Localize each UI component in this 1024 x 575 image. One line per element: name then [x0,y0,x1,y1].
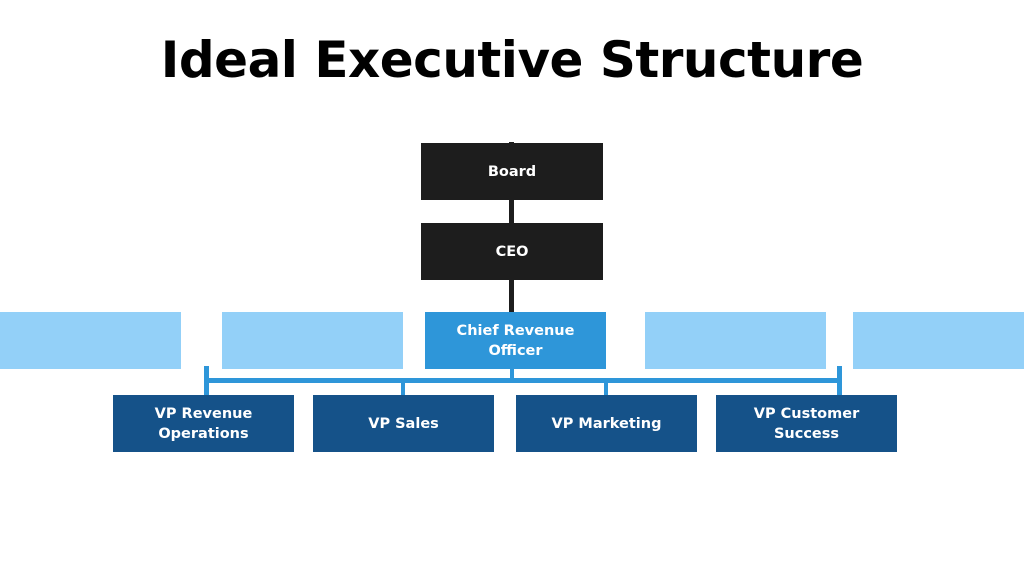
placeholder-box [645,312,826,369]
connector-ceo-cro [509,279,514,314]
connector-to-vp-marketing [604,378,608,396]
node-ceo-label: CEO [495,243,529,260]
node-ceo: CEO [421,223,603,280]
node-vp-customer-success-label: VP Customer Success [753,405,860,442]
node-board: Board [421,143,603,200]
connector-bus-right-end [837,366,842,396]
node-cro: Chief Revenue Officer [425,312,606,369]
node-vp-sales-label: VP Sales [368,415,439,432]
node-vp-revenue-operations: VP Revenue Operations [113,395,294,452]
node-vp-marketing-label: VP Marketing [551,415,662,432]
page-title: Ideal Executive Structure [160,31,864,89]
node-vp-revenue-operations-label: VP Revenue Operations [154,405,253,442]
connector-vp-bus [204,378,842,383]
placeholder-box [222,312,403,369]
node-board-label: Board [487,163,537,180]
placeholder-box [0,312,181,369]
node-vp-sales: VP Sales [313,395,494,452]
connector-to-vp-sales [401,378,405,396]
node-vp-customer-success: VP Customer Success [716,395,897,452]
connector-bus-left-end [204,366,209,396]
placeholder-box [853,312,1024,369]
connector-cro-down [510,368,514,382]
node-cro-label: Chief Revenue Officer [456,322,575,359]
node-vp-marketing: VP Marketing [516,395,697,452]
